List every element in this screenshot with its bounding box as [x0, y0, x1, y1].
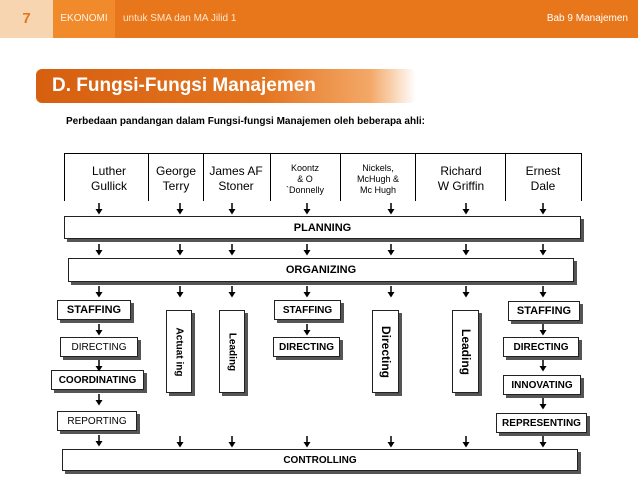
section-banner: [36, 69, 416, 103]
stoner-leading-box: Leading: [219, 310, 245, 393]
expert-divider: [270, 153, 271, 201]
expert-divider: [581, 153, 582, 201]
planning-bar: PLANNING: [64, 216, 581, 239]
page-number: 7: [0, 0, 53, 38]
book-title: untuk SMA dan MA Jilid 1: [123, 13, 237, 24]
down-arrow-icon: [95, 435, 103, 447]
down-arrow-icon: [303, 286, 311, 298]
gullick-staffing-box: STAFFING: [57, 300, 131, 320]
section-title: D. Fungsi-Fungsi Manajemen: [52, 75, 316, 96]
down-arrow-icon: [176, 203, 184, 215]
expert-divider: [505, 153, 506, 201]
expert-divider: [64, 153, 65, 201]
koontz-staffing-box: STAFFING: [274, 300, 341, 320]
down-arrow-icon: [95, 360, 103, 372]
gullick-coordinating-box: COORDINATING: [51, 370, 144, 390]
down-arrow-icon: [95, 324, 103, 336]
down-arrow-icon: [228, 244, 236, 256]
down-arrow-icon: [387, 244, 395, 256]
down-arrow-icon: [228, 203, 236, 215]
down-arrow-icon: [228, 286, 236, 298]
down-arrow-icon: [539, 436, 547, 448]
down-arrow-icon: [95, 286, 103, 298]
down-arrow-icon: [303, 203, 311, 215]
down-arrow-icon: [176, 436, 184, 448]
down-arrow-icon: [303, 324, 311, 336]
dale-innovating-box: INNOVATING: [503, 375, 581, 395]
expert-divider: [340, 153, 341, 201]
down-arrow-icon: [303, 244, 311, 256]
expert-george-terry: George Terry: [155, 164, 197, 193]
down-arrow-icon: [95, 244, 103, 256]
nickels-directing-label: Directing: [378, 325, 393, 378]
expert-divider: [148, 153, 149, 201]
down-arrow-icon: [95, 394, 103, 406]
down-arrow-icon: [539, 360, 547, 372]
nickels-directing-box: Directing: [372, 310, 399, 393]
griffin-leading-box: Leading: [452, 310, 479, 393]
expert-koontz-odonnelly: Koontz & O `Donnelly: [285, 162, 325, 195]
terry-actuating-label: Actuat ing: [173, 327, 185, 376]
expert-divider: [415, 153, 416, 201]
dale-representing-box: REPRESENTING: [496, 413, 587, 433]
section-subtitle: Perbedaan pandangan dalam Fungsi-fungsi …: [66, 116, 425, 127]
down-arrow-icon: [539, 398, 547, 410]
down-arrow-icon: [462, 244, 470, 256]
expert-james-stoner: James AF Stoner: [209, 164, 263, 193]
expert-nickels-mchugh: Nickels, McHugh & Mc Hugh: [356, 162, 400, 195]
subject-label: EKONOMI: [53, 0, 115, 38]
down-arrow-icon: [462, 436, 470, 448]
down-arrow-icon: [539, 244, 547, 256]
griffin-leading-label: Leading: [458, 328, 473, 375]
expert-divider: [203, 153, 204, 201]
down-arrow-icon: [387, 436, 395, 448]
terry-actuating-box: Actuat ing: [166, 310, 192, 393]
down-arrow-icon: [539, 203, 547, 215]
down-arrow-icon: [539, 286, 547, 298]
down-arrow-icon: [539, 324, 547, 336]
gullick-reporting-box: REPORTING: [57, 411, 137, 431]
organizing-bar: ORGANIZING: [68, 258, 574, 282]
dale-staffing-box: STAFFING: [508, 301, 580, 321]
down-arrow-icon: [387, 286, 395, 298]
down-arrow-icon: [176, 244, 184, 256]
expert-ernest-dale: Ernest Dale: [525, 164, 561, 193]
down-arrow-icon: [176, 286, 184, 298]
down-arrow-icon: [228, 436, 236, 448]
down-arrow-icon: [303, 436, 311, 448]
chapter-label: Bab 9 Manajemen: [546, 13, 628, 24]
gullick-directing-box: DIRECTING: [60, 337, 138, 357]
down-arrow-icon: [387, 203, 395, 215]
down-arrow-icon: [462, 203, 470, 215]
down-arrow-icon: [95, 203, 103, 215]
controlling-bar: CONTROLLING: [62, 449, 578, 471]
expert-row-top-line: [64, 153, 581, 154]
down-arrow-icon: [462, 286, 470, 298]
expert-richard-griffin: Richard W Griffin: [437, 164, 485, 193]
koontz-directing-box: DIRECTING: [273, 337, 340, 357]
stoner-leading-label: Leading: [226, 332, 238, 371]
expert-luther-gullick: Luther Gullick: [90, 164, 127, 193]
dale-directing-box: DIRECTING: [503, 337, 579, 357]
